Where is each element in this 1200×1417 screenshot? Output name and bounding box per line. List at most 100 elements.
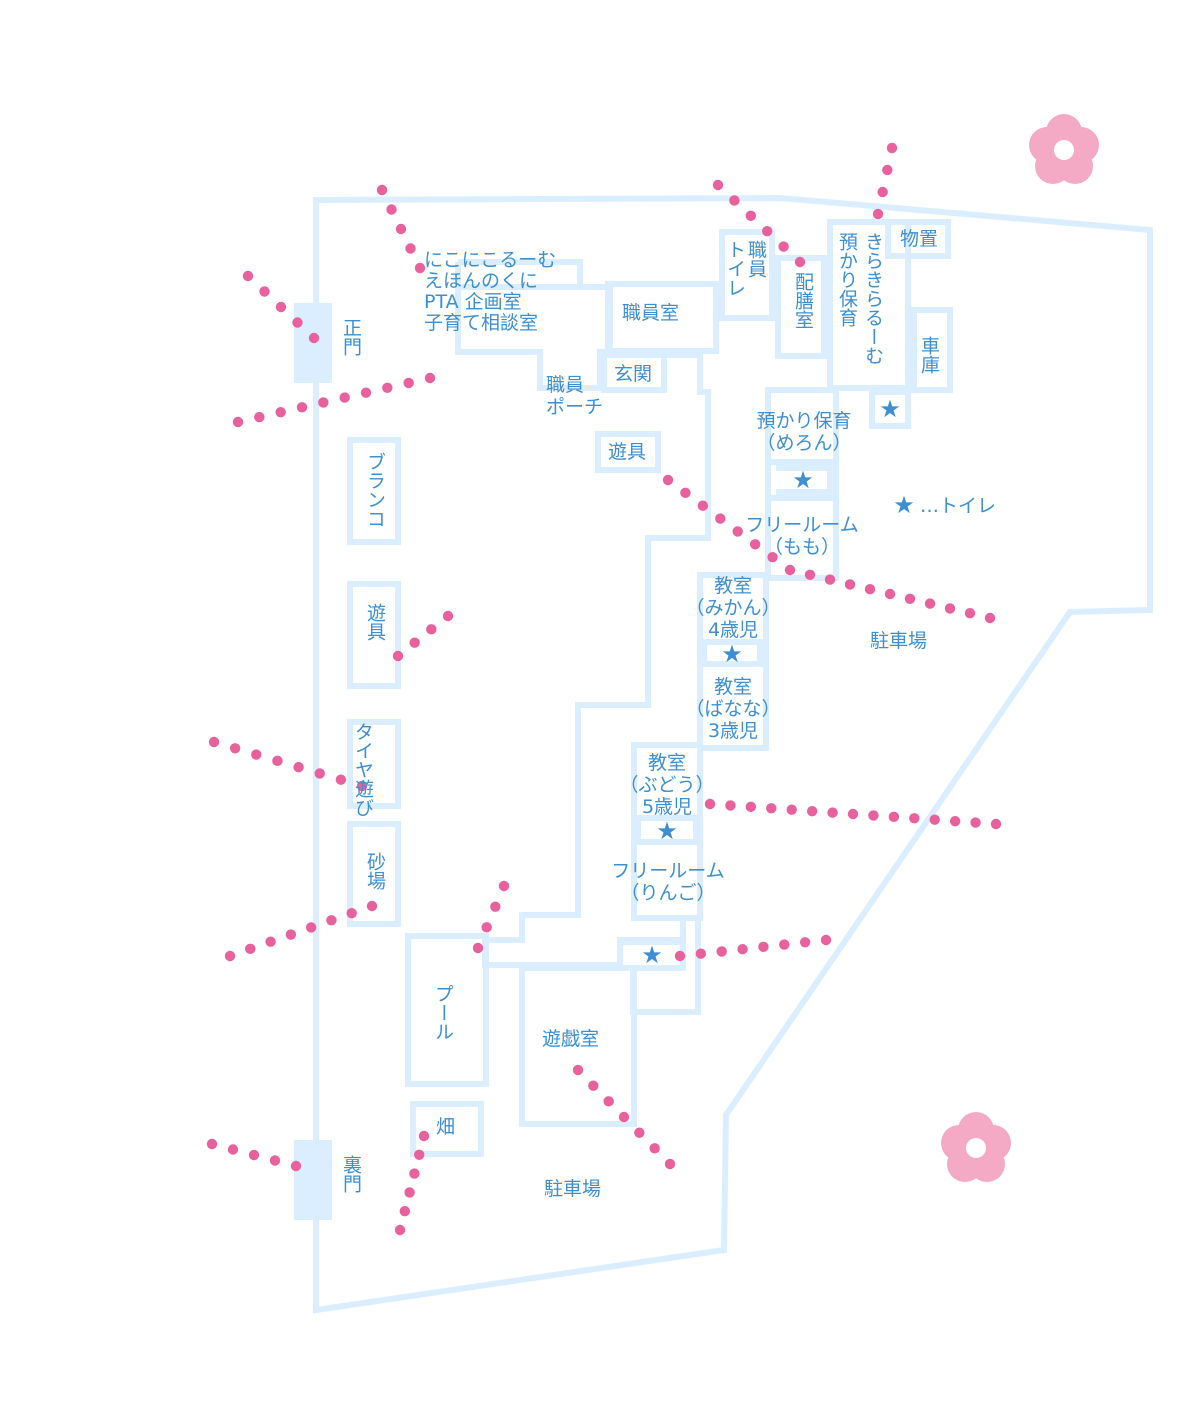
decor-dot [745,210,756,221]
decor-dot [827,807,838,818]
decor-dot [877,186,888,198]
pool-label: プール [432,984,454,1041]
decor-dot [414,1149,425,1161]
field-area [410,1101,484,1157]
decor-dot [442,610,454,622]
decor-dot [296,402,308,413]
decor-dot [904,593,916,604]
decor-dot [376,184,388,196]
equipment-b [347,581,401,689]
decor-dot [767,551,778,563]
room-garage [911,307,953,393]
decor-dot [824,574,836,585]
equipment-a-label: 遊具 [608,441,647,463]
azukari-kirakira-label: 預かり保育 [836,232,858,327]
decor-dot [929,814,940,825]
staff-porch-label: 職員 ポーチ [546,374,604,418]
decor-dot [229,743,241,754]
decor-dot [481,922,492,933]
dotted-decoration [206,142,1002,1236]
decor-dot [779,939,790,950]
decor-dot [745,801,757,813]
class-mikan-label: 教室 （みかん） 4歳児 [685,575,781,641]
decor-dot [725,800,736,811]
decor-dot [664,1158,676,1170]
decor-dot [712,179,724,191]
decor-dot [888,811,900,823]
decor-dot [762,226,773,237]
decor-dot [472,942,484,954]
decor-dot [314,768,325,779]
legend-text: …トイレ [920,495,997,517]
decor-dot [356,780,368,792]
decor-dot [206,1138,218,1150]
decor-dot [227,1144,239,1155]
decor-dot [729,195,740,206]
decor-dot [265,936,276,947]
decor-dot [737,943,748,955]
parking-right-label: 駐車場 [870,630,928,652]
decor-dot [275,407,286,418]
decor-dot [409,1168,420,1179]
decor-dot [949,815,961,827]
decor-dot [242,270,254,282]
decor-dot [884,588,896,600]
decor-dot [232,416,244,428]
decor-dot [786,804,797,815]
decor-dot [245,943,256,955]
decor-dot [603,1096,614,1107]
decor-dot [293,761,304,773]
decor-dot [382,382,393,393]
decor-dot [704,798,716,810]
decor-dot [799,937,811,948]
staff-toilet-label: 職員 トイレ [724,240,767,297]
decor-dot [794,256,806,268]
decor-dot [697,500,709,511]
decor-dot [360,387,372,398]
decor-dot [254,411,265,423]
decor-dot [674,950,686,962]
decor-dot [308,332,320,344]
class-budou-label: 教室 （ぶどう） 5歳児 [619,752,715,818]
decor-dot [269,1155,281,1166]
decor-dot [292,317,303,328]
room-kirakira [827,219,911,391]
nikoniko-room-label: にこにこるーむ えほんのくに PTA 企画室 子育て相談室 [424,249,557,334]
tire-play-label: タイヤ遊び [352,722,374,817]
decor-dot [290,1160,302,1172]
room-entrance [601,351,667,393]
site-boundary [313,194,1153,1314]
field-label: 畑 [436,1116,456,1138]
decor-dot [285,929,297,940]
decor-dot [970,817,981,828]
decor-dot [335,774,347,785]
decor-dot [716,946,727,957]
decor-dot [732,526,743,537]
star-icon: ★ [656,817,678,845]
decor-dot [251,749,262,760]
free-room-momo-label: フリールーム （もも） [745,514,859,558]
decor-dot [426,624,437,635]
decor-dot [394,1224,406,1236]
legend-star-icon: ★ [893,491,915,519]
decor-dot [395,223,407,235]
decor-dot [680,487,691,499]
decor-dot [424,372,436,384]
star-icon: ★ [721,640,743,668]
decor-dot [588,1080,599,1091]
decor-dot [399,1206,410,1217]
decor-dot [924,598,936,609]
pool-area [405,933,489,1087]
decor-dot [572,1064,584,1076]
tire-play-area [347,719,401,809]
decor-dot [248,1149,260,1161]
decor-dot [909,813,920,824]
decor-dot [339,392,350,403]
back-gate-label: 裏門 [340,1155,362,1193]
decor-dot [272,755,283,767]
decor-dot [414,262,426,274]
decor-dot [326,915,337,926]
decor-dot [868,810,879,821]
swing-label: ブランコ [364,452,386,528]
